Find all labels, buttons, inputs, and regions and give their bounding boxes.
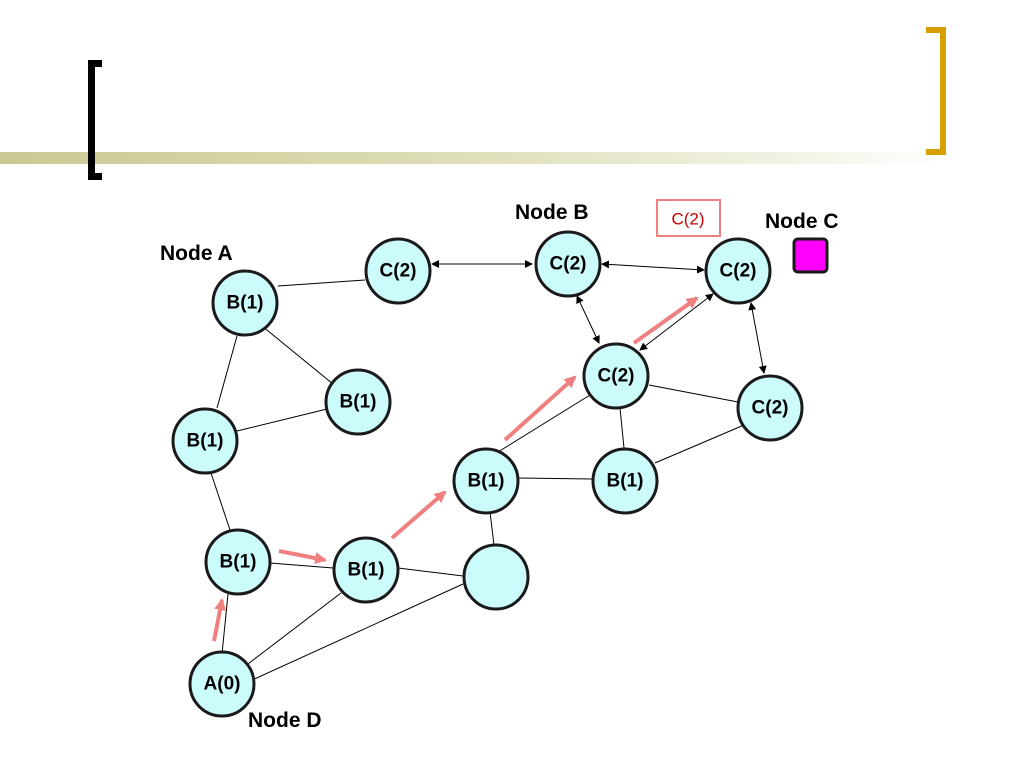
node-labels: B(1) B(1) B(1) B(1) B(1) B(1) B(1) A(0) … [187,254,789,695]
edge [619,407,625,449]
header-bar [0,152,940,164]
edge [261,325,334,385]
edge [517,477,593,480]
bidirectional-edges [431,260,767,374]
node-circle[interactable] [188,650,256,718]
node-label: B(1) [468,471,505,492]
node-label: A(0) [204,674,241,695]
edge [221,593,229,655]
node-circle[interactable] [204,528,272,596]
node-circle[interactable] [364,237,432,305]
node-b-title: Node B [515,201,589,224]
node-c-marker [792,237,829,274]
legend-box-label: C(2) [671,210,704,229]
node-c-title: Node C [765,210,839,233]
node-label: C(2) [752,398,789,419]
node-label: C(2) [380,261,417,282]
node-a-title: Node A [160,242,233,265]
path-arrow [390,490,447,540]
path-arrow [503,375,577,442]
edge [654,424,745,464]
legend-box [656,199,721,237]
edge [489,511,495,546]
edge [243,592,342,668]
node-circle[interactable] [704,237,772,305]
edge [497,394,591,453]
nodes [171,230,804,718]
node-circle[interactable] [171,407,239,475]
node-circle[interactable] [582,342,650,410]
node-label: B(1) [340,392,377,413]
edge [269,562,334,569]
node-label: B(1) [187,431,224,452]
bidirectional-edge [748,302,767,374]
edge [277,279,366,287]
edge [236,408,328,432]
edge [397,567,464,577]
node-circle[interactable] [534,230,602,298]
bidirectional-edge [601,260,705,274]
node-circle[interactable] [332,536,400,604]
path-arrow [632,296,699,345]
node-circle[interactable] [591,447,659,515]
node-d-title: Node D [248,709,322,732]
edge [249,583,464,682]
bidirectional-edge [576,295,600,344]
node-circle[interactable] [462,543,530,611]
node-label: C(2) [720,261,757,282]
right-bracket-decoration [926,27,946,155]
node-label: C(2) [550,254,587,275]
node-label: B(1) [227,293,264,314]
path-arrow [278,549,327,564]
node-circle[interactable] [324,368,392,436]
edge [210,472,231,531]
edges [210,279,745,682]
node-circle[interactable] [211,269,279,337]
node-circle[interactable] [736,374,804,442]
node-label: B(1) [607,471,644,492]
edge [648,384,739,403]
edge [216,335,238,409]
left-bracket-decoration [88,60,102,180]
node-circle[interactable] [452,447,520,515]
path-arrow [212,598,226,642]
highlighted-path [212,296,699,642]
node-label: C(2) [598,366,635,387]
node-label: B(1) [348,560,385,581]
node-label: B(1) [220,552,257,573]
bidirectional-edge [639,293,714,351]
